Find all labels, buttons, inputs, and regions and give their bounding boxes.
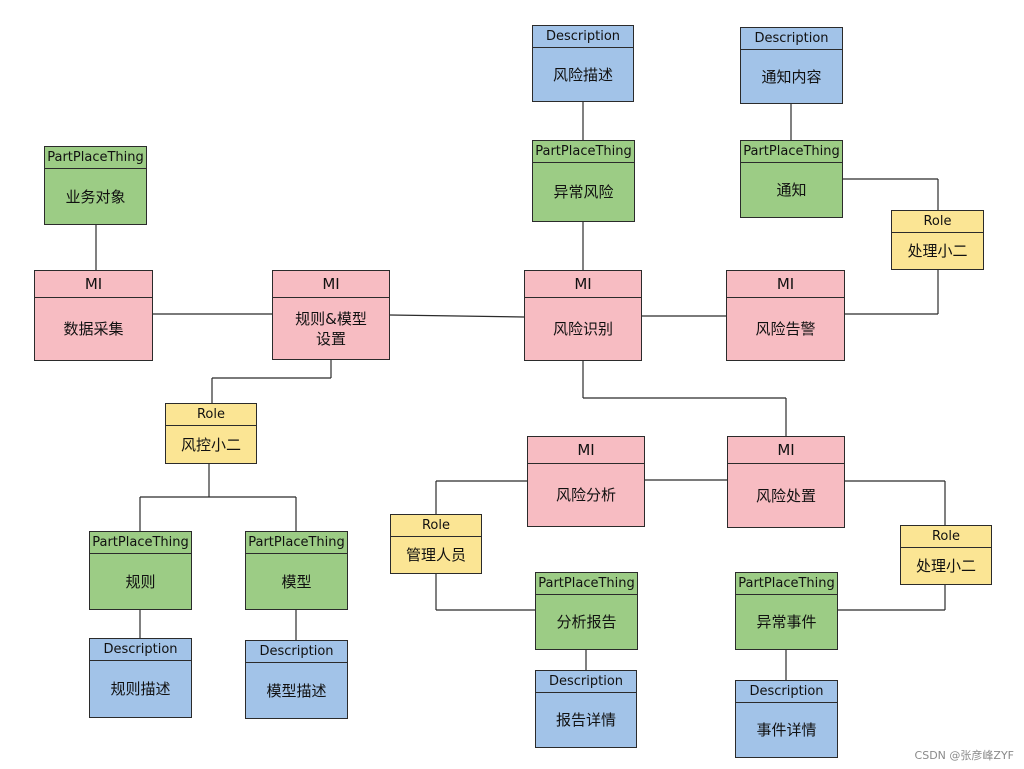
box-header: Description (90, 639, 191, 661)
report-detail-box: Description 报告详情 (535, 670, 637, 748)
box-header: PartPlaceThing (741, 141, 842, 163)
risk-description-box: Description 风险描述 (532, 25, 634, 102)
analysis-report-box: PartPlaceThing 分析报告 (535, 572, 638, 650)
box-label: 风险识别 (552, 320, 613, 338)
box-header: Description (741, 28, 842, 50)
box-label: 业务对象 (65, 187, 126, 206)
box-header: PartPlaceThing (736, 573, 837, 595)
box-header: MI (35, 271, 152, 298)
box-label: 数据采集 (63, 320, 124, 338)
rule-description-box: Description 规则描述 (89, 638, 192, 718)
risk-alert-box: MI 风险告警 (726, 270, 845, 361)
box-label: 通知 (776, 181, 807, 199)
box-label: 管理人员 (405, 546, 466, 564)
box-label: 风险处置 (755, 486, 816, 505)
risk-disposal-box: MI 风险处置 (727, 436, 845, 528)
watermark-text: CSDN @张彦峰ZYF (914, 749, 1014, 762)
risk-control-role-box: Role 风控小二 (165, 403, 257, 464)
box-header: Description (246, 641, 347, 663)
box-header: Role (391, 515, 481, 537)
handler-role-top-box: Role 处理小二 (891, 210, 984, 270)
box-label: 事件详情 (756, 721, 817, 739)
box-label: 异常事件 (756, 613, 817, 631)
box-header: Description (533, 26, 633, 48)
box-label: 模型描述 (266, 681, 327, 700)
box-header: MI (273, 271, 389, 298)
box-label: 风险描述 (552, 65, 613, 84)
box-header: MI (528, 437, 644, 464)
box-label: 风控小二 (180, 435, 241, 454)
box-header: PartPlaceThing (246, 532, 347, 554)
model-box: PartPlaceThing 模型 (245, 531, 348, 610)
risk-analysis-box: MI 风险分析 (527, 436, 645, 527)
box-header: Description (736, 681, 837, 703)
box-header: Role (892, 211, 983, 233)
box-label: 规则 (125, 572, 156, 591)
notice-content-box: Description 通知内容 (740, 27, 843, 104)
box-label: 风险告警 (755, 320, 816, 338)
box-header: PartPlaceThing (45, 147, 146, 169)
box-label: 处理小二 (915, 557, 976, 575)
box-label: 规则&模型设置 (295, 309, 367, 348)
box-header: PartPlaceThing (536, 573, 637, 595)
business-object-box: PartPlaceThing 业务对象 (44, 146, 147, 225)
manager-role-box: Role 管理人员 (390, 514, 482, 574)
link-rule-model-to-risk-identification (389, 314, 525, 318)
box-header: Description (536, 671, 636, 693)
box-header: MI (525, 271, 641, 298)
abnormal-event-box: PartPlaceThing 异常事件 (735, 572, 838, 650)
box-header: MI (727, 271, 844, 298)
box-header: MI (728, 437, 844, 464)
event-detail-box: Description 事件详情 (735, 680, 838, 758)
box-label: 分析报告 (556, 613, 617, 631)
box-label: 模型 (281, 572, 312, 591)
box-label: 异常风险 (553, 183, 614, 201)
handler-role-bottom-box: Role 处理小二 (900, 525, 992, 585)
box-header: PartPlaceThing (533, 141, 634, 163)
rule-box: PartPlaceThing 规则 (89, 531, 192, 610)
box-header: Role (166, 404, 256, 426)
box-header: Role (901, 526, 991, 548)
rule-model-setting-box: MI 规则&模型设置 (272, 270, 390, 360)
model-description-box: Description 模型描述 (245, 640, 348, 719)
notice-box: PartPlaceThing 通知 (740, 140, 843, 218)
box-header: PartPlaceThing (90, 532, 191, 554)
box-label: 规则描述 (110, 680, 171, 698)
abnormal-risk-box: PartPlaceThing 异常风险 (532, 140, 635, 222)
box-label: 风险分析 (555, 486, 616, 504)
box-label: 通知内容 (761, 67, 822, 86)
box-label: 报告详情 (555, 711, 616, 729)
box-label: 处理小二 (907, 242, 968, 260)
data-collection-box: MI 数据采集 (34, 270, 153, 361)
risk-identification-box: MI 风险识别 (524, 270, 642, 361)
